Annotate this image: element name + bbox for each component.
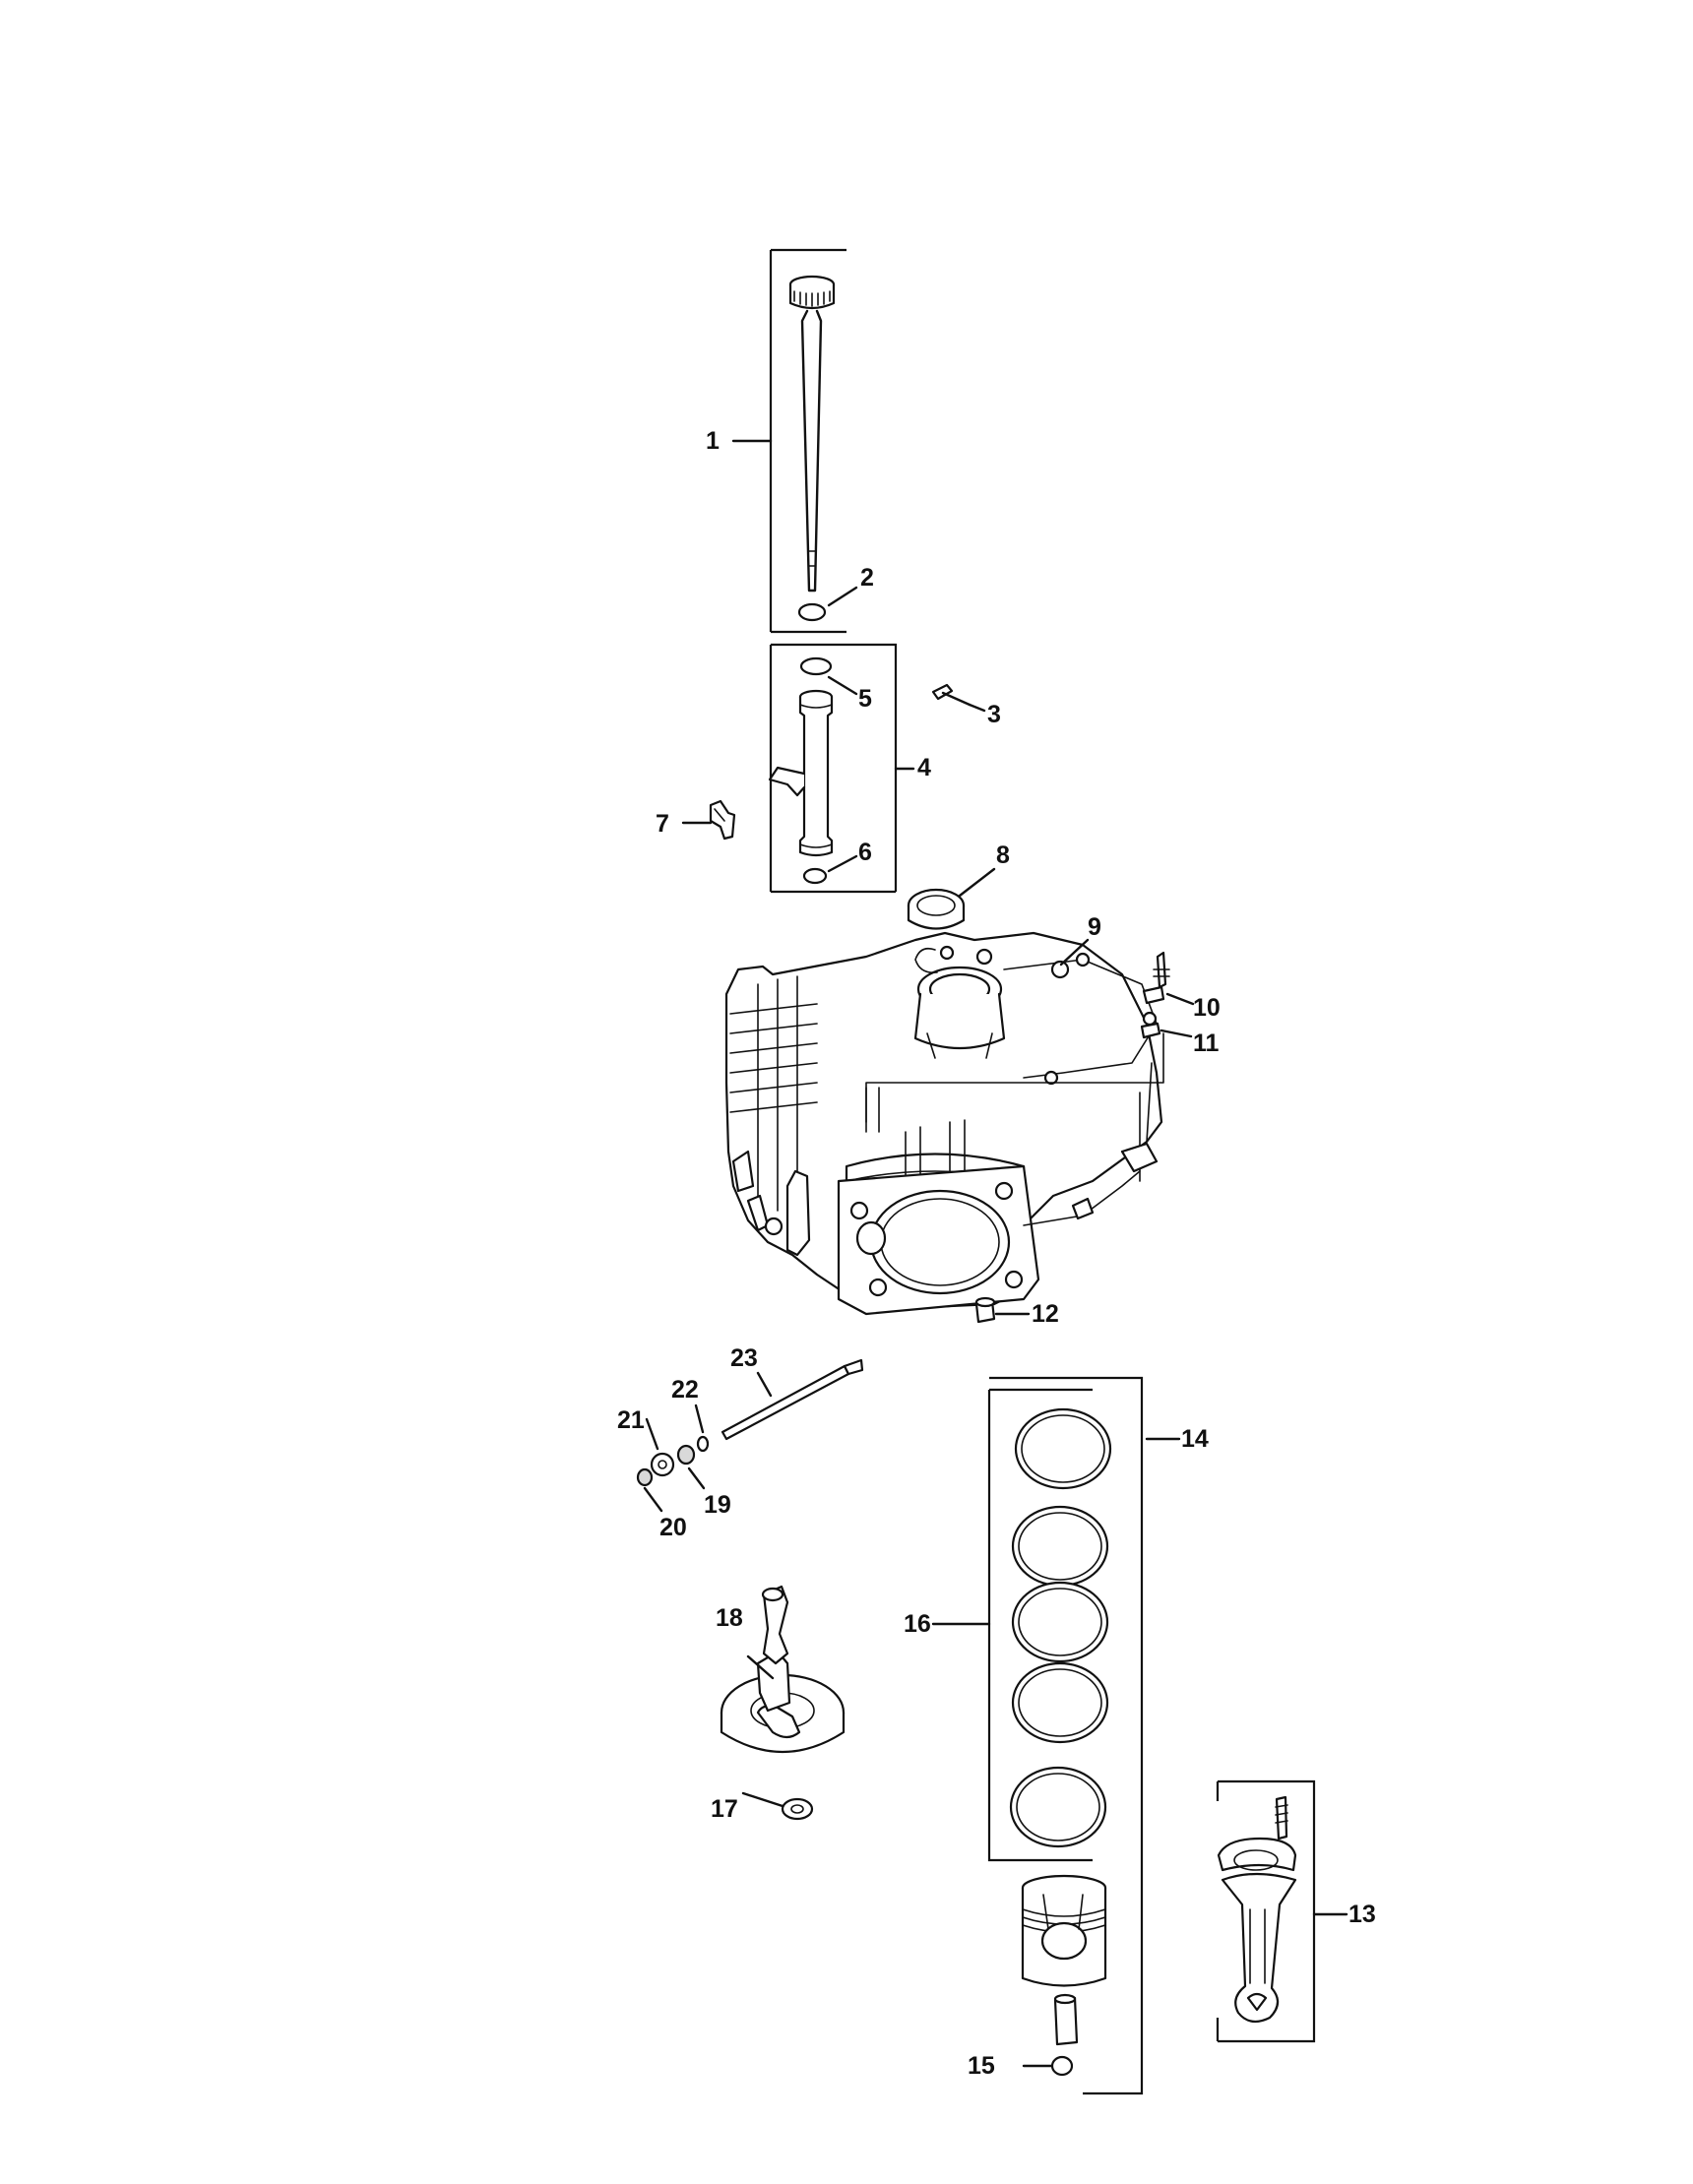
seal-icon[interactable] bbox=[907, 888, 966, 930]
callout-5: 5 bbox=[858, 685, 872, 713]
callout-12: 12 bbox=[1032, 1300, 1059, 1328]
dipstick-icon[interactable] bbox=[788, 275, 836, 593]
piston-group bbox=[987, 1376, 1144, 2095]
callout-18: 18 bbox=[716, 1604, 743, 1632]
callout-20: 20 bbox=[659, 1514, 687, 1541]
dipstick-tube-bracket-frame bbox=[769, 643, 898, 894]
callout-22: 22 bbox=[671, 1376, 699, 1404]
callout-9: 9 bbox=[1088, 913, 1101, 941]
piston-ring-icon[interactable] bbox=[1011, 1581, 1109, 1663]
piston-pin-icon[interactable] bbox=[1053, 1993, 1079, 2046]
piston-ring-icon[interactable] bbox=[1011, 1505, 1109, 1588]
connecting-rod-icon[interactable] bbox=[1217, 1795, 1297, 2024]
callout-23: 23 bbox=[730, 1344, 758, 1372]
callout-13: 13 bbox=[1348, 1901, 1376, 1928]
sensor-group bbox=[1140, 951, 1195, 1039]
bracket-icon[interactable] bbox=[709, 799, 736, 841]
washer-icon[interactable] bbox=[781, 1797, 814, 1821]
callout-labels: 1 2 3 4 5 6 7 8 9 10 11 12 13 14 15 16 1… bbox=[617, 427, 1376, 2080]
washer-icon[interactable] bbox=[676, 1444, 696, 1466]
dipstick-group bbox=[769, 248, 846, 634]
callout-19: 19 bbox=[704, 1491, 731, 1519]
clip-icon[interactable] bbox=[1140, 1022, 1161, 1039]
plug-icon[interactable] bbox=[974, 1296, 996, 1324]
sensor-icon[interactable] bbox=[1153, 951, 1170, 989]
leader-line bbox=[1165, 992, 1195, 1006]
tube-icon[interactable] bbox=[768, 689, 834, 857]
callout-10: 10 bbox=[1193, 994, 1221, 1022]
washer-icon[interactable] bbox=[636, 1467, 654, 1487]
piston-bracket-frame bbox=[989, 1376, 1144, 2095]
callout-15: 15 bbox=[968, 2052, 995, 2080]
retaining-ring-icon[interactable] bbox=[1050, 2055, 1074, 2077]
leader-line bbox=[1160, 1029, 1193, 1038]
leader-lines bbox=[643, 439, 1348, 2068]
callout-4: 4 bbox=[917, 754, 931, 781]
washer-icon[interactable] bbox=[650, 1452, 675, 1477]
callout-8: 8 bbox=[996, 842, 1010, 869]
crankcase-icon[interactable] bbox=[724, 931, 1164, 1316]
callout-21: 21 bbox=[617, 1406, 645, 1434]
callout-2: 2 bbox=[860, 564, 874, 592]
leader-line bbox=[827, 854, 858, 873]
callout-14: 14 bbox=[1181, 1425, 1209, 1453]
clip-icon[interactable] bbox=[1142, 985, 1165, 1005]
callout-7: 7 bbox=[656, 810, 669, 838]
o-ring-icon[interactable] bbox=[797, 602, 827, 622]
shaft-icon[interactable] bbox=[721, 1358, 864, 1441]
ring-set-bracket-frame bbox=[987, 1388, 1093, 1862]
piston-icon[interactable] bbox=[1021, 1874, 1107, 1987]
leader-line bbox=[827, 675, 858, 696]
o-ring-icon[interactable] bbox=[799, 656, 833, 676]
callout-1: 1 bbox=[706, 427, 720, 455]
callout-16: 16 bbox=[904, 1610, 931, 1638]
connecting-rod-group bbox=[1216, 1779, 1316, 2043]
piston-ring-icon[interactable] bbox=[1014, 1407, 1112, 1490]
callout-17: 17 bbox=[711, 1795, 738, 1823]
dipstick-tube-group bbox=[768, 643, 915, 894]
callout-6: 6 bbox=[858, 839, 872, 866]
piston-ring-icon[interactable] bbox=[1011, 1661, 1109, 1744]
piston-ring-icon[interactable] bbox=[1009, 1766, 1107, 1848]
camshaft-icon[interactable] bbox=[720, 1585, 846, 1754]
screw-icon[interactable] bbox=[931, 683, 972, 707]
o-ring-icon[interactable] bbox=[802, 867, 828, 885]
washer-icon[interactable] bbox=[696, 1435, 710, 1453]
callout-3: 3 bbox=[987, 701, 1001, 728]
connecting-rod-bracket-frame bbox=[1216, 1779, 1316, 2043]
callout-11: 11 bbox=[1193, 1030, 1220, 1057]
